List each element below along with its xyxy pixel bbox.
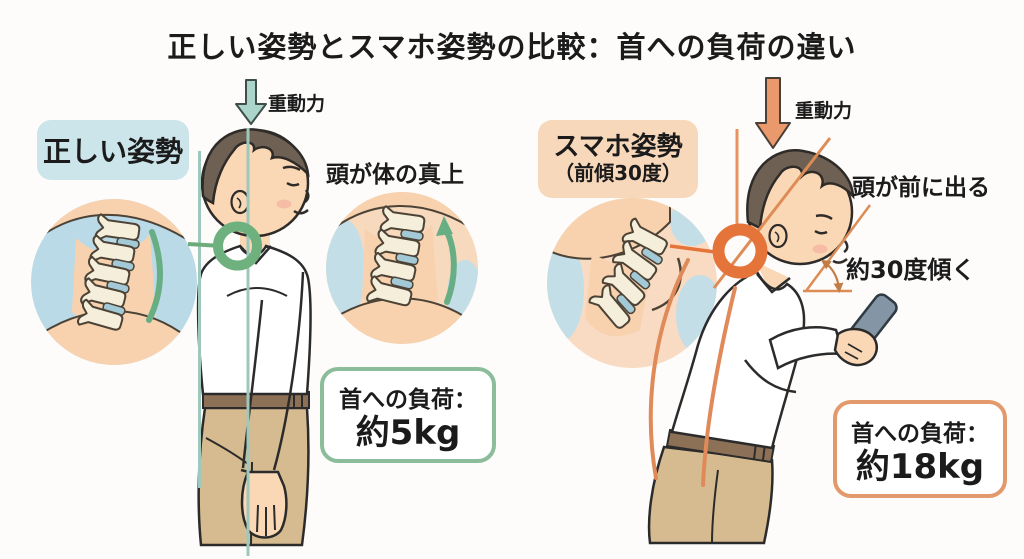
- smartphone-posture-label-line2: （前傾30度）: [554, 161, 682, 186]
- neck-load-caption-correct: 首への負荷：: [339, 387, 477, 413]
- hand-phone: [833, 327, 878, 367]
- neck-load-value-correct: 約5kg: [355, 413, 461, 453]
- neck-ring-correct: [213, 221, 262, 271]
- neck-ring-phone: [712, 223, 768, 279]
- head-position-note-correct: 頭が体の真上: [326, 162, 464, 188]
- smartphone-posture-label: スマホ姿勢 （前傾30度）: [538, 120, 698, 198]
- neck-load-caption-phone: 首への負荷：: [851, 421, 989, 447]
- neck-load-value-phone: 約18kg: [855, 447, 985, 487]
- neck-load-box-correct: 首への負荷： 約5kg: [320, 367, 496, 463]
- gravity-label-phone: 重動力: [795, 100, 853, 122]
- page-title: 正しい姿勢とスマホ姿勢の比較：首への負荷の違い: [167, 30, 857, 64]
- smartphone-posture-label-line1: スマホ姿勢: [553, 131, 683, 162]
- correct-posture-label: 正しい姿勢: [37, 120, 189, 180]
- head-position-note-phone: 頭が前に出る: [852, 175, 990, 201]
- tilt-angle-note: 約30度傾く: [846, 256, 976, 284]
- tilt-angle-indicator: [803, 204, 872, 293]
- hair-correct: [201, 128, 310, 205]
- gravity-label-correct: 重動力: [268, 93, 326, 115]
- back-curve-line: [648, 258, 690, 480]
- neck-xray-circle-phone: [547, 198, 717, 368]
- spine-curve-line: [701, 286, 737, 487]
- neck-xray-circle-detail: [326, 192, 478, 344]
- neck-load-box-phone: 首への負荷： 約18kg: [833, 400, 1007, 498]
- shirt-correct: [196, 244, 312, 396]
- person-correct-posture: [196, 128, 312, 547]
- gravity-arrow-icon-phone: [755, 77, 791, 149]
- neck-connector-line-phone: [669, 244, 716, 254]
- head-tilt-line: [712, 137, 832, 289]
- gravity-arrow-icon-correct: [235, 79, 267, 125]
- neck-xray-circle-correct: [31, 199, 197, 365]
- arm-phone: [768, 326, 845, 370]
- hair-phone: [746, 149, 855, 230]
- person-phone-posture: [647, 149, 898, 545]
- shirt-phone: [670, 270, 806, 450]
- pants-phone: [647, 445, 774, 545]
